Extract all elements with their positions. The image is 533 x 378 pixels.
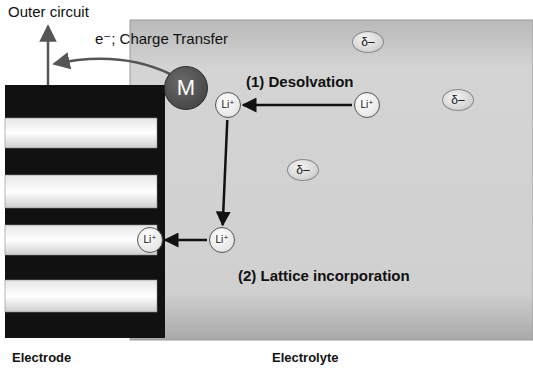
electrode-block [5, 85, 165, 338]
electrolyte-band [130, 20, 533, 340]
charge-transfer-label: e⁻; Charge Transfer [95, 30, 228, 47]
electrode-layer [5, 280, 157, 312]
anion-oval: δ– [287, 159, 319, 181]
node-text: Li⁺ [360, 100, 373, 110]
ion-path-arrow [243, 104, 352, 107]
anion-oval: δ– [352, 31, 384, 53]
region-label: Electrode [12, 351, 71, 366]
outer-circuit-wire [47, 26, 50, 85]
step-label: (1) Desolvation [246, 73, 354, 90]
electrode-layer [5, 118, 157, 148]
metal-atom-circle: M [164, 66, 208, 110]
electrode-layer [5, 175, 157, 208]
node-text: M [177, 77, 195, 99]
node-text: δ– [296, 164, 309, 176]
ion-path-arrow [223, 120, 228, 225]
node-text: Li⁺ [143, 235, 156, 245]
node-text: δ– [361, 36, 374, 48]
charge-transfer-arrow [54, 59, 170, 74]
node-text: Li⁺ [221, 100, 234, 110]
node-text: Li⁺ [215, 235, 228, 245]
region-label: Electrolyte [272, 351, 338, 366]
anion-oval: δ– [442, 89, 474, 111]
node-text: δ– [451, 94, 464, 106]
lithium-ion-circle: Li⁺ [209, 227, 235, 253]
electrode-layer [5, 225, 157, 255]
ion-path-arrow [165, 239, 207, 242]
lithium-ion-circle: Li⁺ [215, 92, 241, 118]
lithium-ion-circle: Li⁺ [137, 227, 163, 253]
outer-circuit-label: Outer circuit [8, 3, 89, 20]
lithium-ion-circle: Li⁺ [354, 92, 380, 118]
step-label: (2) Lattice incorporation [238, 267, 410, 284]
